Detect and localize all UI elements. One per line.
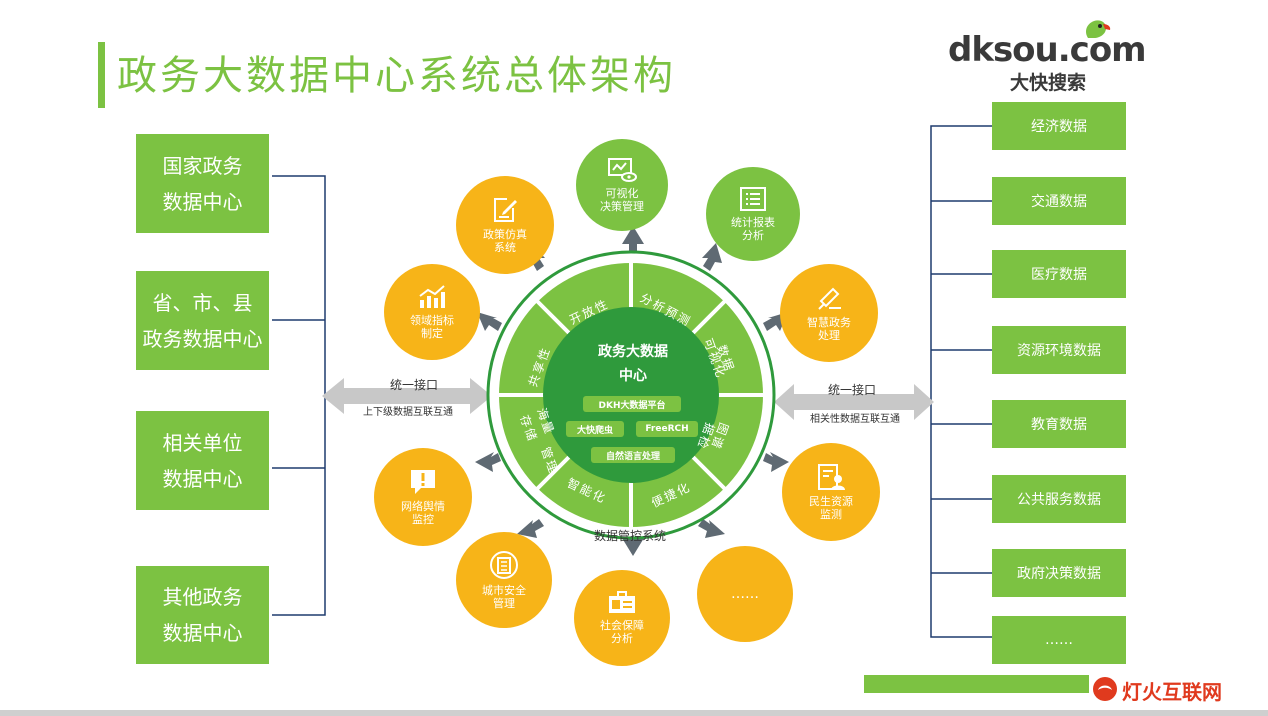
watermark-logo-icon (1093, 677, 1117, 701)
node-visual-decision: 可视化 决策管理 (576, 139, 668, 231)
node-livelihood-monitor: 民生资源 监测 (782, 443, 880, 541)
left-arrow-label: 统一接口 (389, 378, 438, 392)
node-label-2: 处理 (818, 329, 840, 342)
left-box-national: 国家政务 数据中心 (136, 134, 269, 233)
right-box-medical: 医疗数据 (992, 250, 1126, 298)
node-label-2: 系统 (494, 241, 516, 254)
center-title: 政务大数据 中心 (591, 340, 675, 388)
center-title-line2: 中心 (619, 368, 647, 384)
freerch-pill: FreeRCH (636, 421, 698, 437)
node-label-1: 民生资源 (809, 495, 853, 508)
node-label-2: 管理 (493, 597, 515, 610)
briefcase-icon (609, 591, 635, 613)
page-title: 政务大数据中心系统总体架构 (117, 53, 676, 99)
node-label-1: 领域指标 (410, 314, 454, 327)
right-box-education: 教育数据 (992, 400, 1126, 448)
node-label-2: 监控 (412, 513, 434, 526)
node-label-1: 可视化 (605, 187, 639, 200)
bar-chart-icon (419, 285, 445, 308)
right-box-environment: 资源环境数据 (992, 326, 1126, 374)
id-card-icon (818, 464, 845, 490)
node-label-2: 制定 (421, 327, 443, 340)
parrot-icon (1086, 20, 1111, 38)
stamp-icon (818, 287, 841, 310)
left-box-line1: 相关单位 (162, 430, 243, 455)
right-arrow-label: 统一接口 (827, 383, 876, 397)
platform-pill: DKH大数据平台 (583, 396, 681, 412)
left-box-line2: 政务数据中心 (142, 326, 263, 351)
list-icon (740, 187, 766, 211)
left-box-line2: 数据中心 (162, 189, 243, 214)
alert-chat-icon (411, 470, 435, 494)
left-double-arrow (322, 378, 492, 414)
edit-doc-icon (494, 198, 517, 222)
node-label-2: 决策管理 (600, 200, 644, 213)
left-box-related-units: 相关单位 数据中心 (136, 411, 269, 510)
crawler-pill: 大快爬虫 (566, 421, 624, 437)
center-title-line1: 政务大数据 (598, 344, 668, 360)
node-smart-government: 智慧政务 处理 (780, 264, 878, 362)
monitor-eye-icon (608, 158, 637, 182)
left-box-provincial: 省、市、县 政务数据中心 (136, 271, 269, 370)
node-label-2: 分析 (611, 632, 633, 645)
left-box-line1: 国家政务 (162, 153, 243, 178)
node-label-1: 统计报表 (731, 216, 775, 229)
left-box-line2: 数据中心 (162, 621, 243, 645)
node-label-1: 政策仿真 (483, 228, 527, 241)
logo-subtitle: 大快搜索 (1010, 72, 1087, 94)
footer-line (0, 710, 1268, 716)
node-label-1: 城市安全 (482, 584, 526, 597)
left-box-other: 其他政务 数据中心 (136, 566, 269, 664)
node-public-opinion: 网络舆情 监控 (374, 448, 472, 546)
node-label-1: 智慧政务 (807, 316, 851, 329)
node-label-2: 分析 (742, 229, 764, 242)
right-box-traffic: 交通数据 (992, 177, 1126, 225)
nlp-pill: 自然语言处理 (591, 447, 675, 463)
node-label-2: 监测 (820, 508, 842, 521)
right-double-arrow (774, 384, 934, 420)
right-box-public-service: 公共服务数据 (992, 475, 1126, 523)
left-box-line1: 省、市、县 (152, 290, 253, 315)
left-box-line2: 数据中心 (162, 466, 243, 491)
right-box-economy: 经济数据 (992, 102, 1126, 150)
logo: dksou.com 大快搜索 (948, 16, 1148, 96)
node-label-1: 网络舆情 (401, 500, 445, 513)
node-policy-simulation: 政策仿真 系统 (456, 176, 554, 274)
right-box-gov-decision: 政府决策数据 (992, 549, 1126, 597)
node-label-1: …… (731, 585, 759, 602)
node-label-1: 社会保障 (600, 619, 644, 632)
left-box-line1: 其他政务 (162, 585, 243, 609)
footer-accent (864, 675, 1089, 693)
central-wheel (486, 250, 776, 540)
title-accent-bar (98, 42, 105, 108)
building-icon (490, 551, 518, 579)
right-arrow-sublabel: 相关性数据互联互通 (810, 414, 900, 425)
node-more: …… (697, 546, 793, 642)
left-arrow-sublabel: 上下级数据互联互通 (363, 407, 453, 418)
right-box-more: …… (992, 616, 1126, 664)
node-domain-indicator: 领域指标 制定 (384, 264, 480, 360)
control-system-label: 数据管控系统 (593, 529, 666, 543)
node-social-security: 社会保障 分析 (574, 570, 670, 666)
node-city-safety: 城市安全 管理 (456, 532, 552, 628)
logo-text: dksou.com (948, 30, 1147, 70)
node-statistics-report: 统计报表 分析 (706, 167, 800, 261)
watermark-text: 灯火互联网 (1122, 680, 1222, 704)
